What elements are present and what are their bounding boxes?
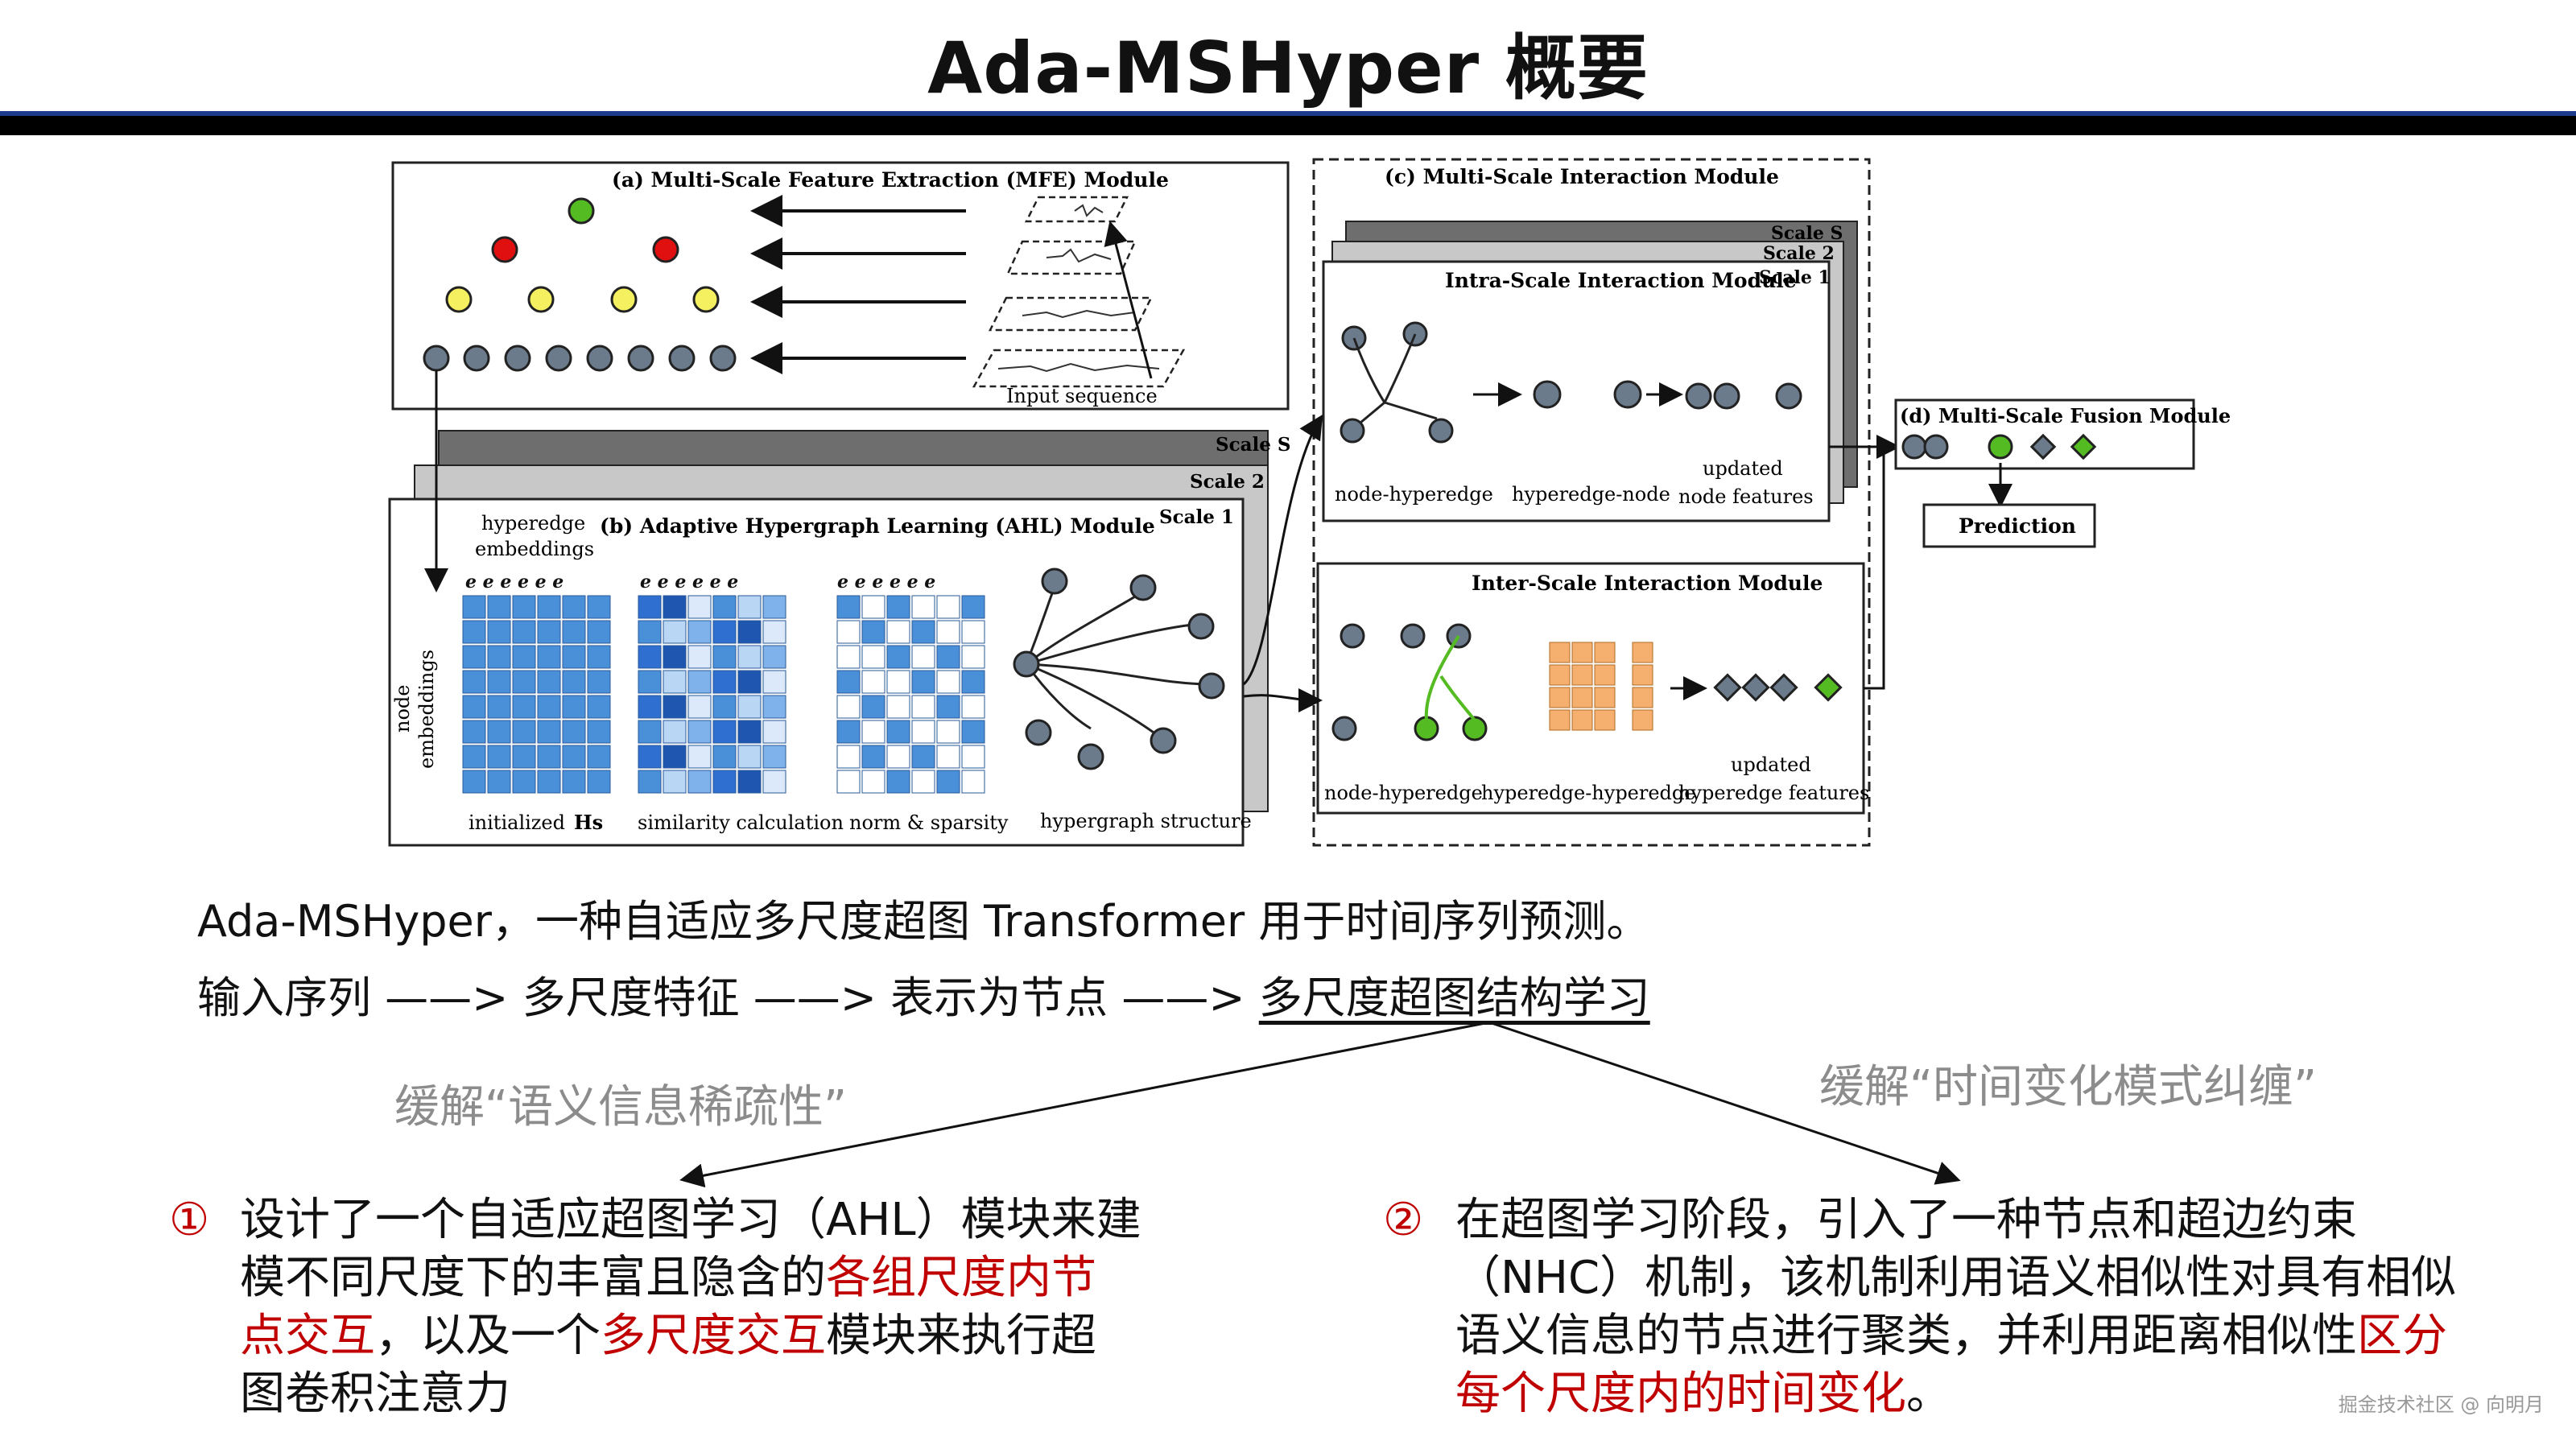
input-sequence-signal (997, 204, 1160, 373)
prediction-box (1922, 503, 2096, 548)
prediction-label: Prediction (1959, 514, 2076, 538)
point-2-number: ② (1383, 1194, 1424, 1246)
pipeline-last-step: 多尺度超图结构学习 (1258, 972, 1650, 1023)
svg-text:node-hyperedge: node-hyperedge (1335, 483, 1493, 506)
svg-text:Scale S: Scale S (1771, 223, 1843, 244)
hyperedge-hyperedge-matrix (1549, 642, 1653, 731)
svg-text:hyperedge-node: hyperedge-node (1512, 483, 1670, 506)
mfe-pyramid (423, 197, 737, 372)
mfe-title: (a) Multi-Scale Feature Extraction (MFE)… (612, 168, 1169, 192)
svg-text:Scale 1: Scale 1 (1759, 267, 1831, 288)
description-line-1: Ada-MSHyper，一种自适应多尺度超图 Transformer 用于时间序… (197, 896, 1650, 947)
arrow-to-point-2 (1488, 1021, 1961, 1185)
point-2-line-3: 语义信息的节点进行聚类，并利用距离相似性区分 (1455, 1310, 2447, 1362)
point-1-number: ① (169, 1194, 210, 1246)
intra-scale-module-box (1322, 260, 1831, 522)
matrix-axis-labels: e e e e e e e e e e e e e e e e e e (465, 572, 935, 592)
msi-title: (c) Multi-Scale Interaction Module (1385, 165, 1779, 188)
point-2: ② 在超图学习阶段，引入了一种节点和超边约束 （NHC）机制，该机制利用语义相似… (1383, 1191, 2558, 1423)
svg-text:updated: updated (1703, 457, 1783, 480)
scale-2-label: Scale 2 (1190, 471, 1265, 493)
scale-s-label: Scale S (1216, 434, 1291, 456)
point-1-line-1: 设计了一个自适应超图学习（AHL）模块来建 (240, 1194, 1141, 1246)
point-2-line-2: （NHC）机制，该机制利用语义相似性对具有相似 (1455, 1252, 2457, 1304)
page-title: Ada-MSHyper 概要 (927, 27, 1649, 109)
initialized-label: initialized (469, 811, 565, 834)
point-1-line-2: 模不同尺度下的丰富且隐含的各组尺度内节 (240, 1252, 1096, 1304)
mfe-module-box (391, 161, 1290, 411)
hyperedge-embeddings-label: hyperedge (481, 512, 585, 535)
norm-sparsity-label: norm & sparsity (849, 811, 1009, 834)
input-sequence-label: Input sequence (1006, 385, 1158, 407)
point-2-line-1: 在超图学习阶段，引入了一种节点和超边约束 (1455, 1194, 2357, 1246)
svg-text:e e e e e e: e e e e e e (837, 572, 935, 592)
scale-1-label: Scale 1 (1159, 506, 1234, 528)
updated-hyperedge-features (1713, 673, 1843, 702)
point-1-line-4: 图卷积注意力 (240, 1368, 510, 1420)
inter-scale-title: Inter-Scale Interaction Module (1472, 572, 1823, 595)
svg-text:hyperedge features: hyperedge features (1678, 782, 1869, 804)
point-1-line-3: 点交互，以及一个多尺度交互模块来执行超 (240, 1310, 1096, 1362)
node-embeddings-label-2: embeddings (415, 650, 438, 769)
svg-text:hyperedge-hyperedge: hyperedge-hyperedge (1481, 782, 1695, 804)
inter-graph (1331, 623, 1488, 741)
hypergraph-structure-label: hypergraph structure (1040, 810, 1252, 832)
left-note: 缓解“语义信息稀疏性” (394, 1081, 848, 1133)
similarity-label: similarity calculation (638, 811, 844, 834)
node-embeddings-label: node (391, 685, 414, 733)
svg-text:updated: updated (1731, 753, 1811, 776)
norm-sparsity-matrix (836, 595, 985, 794)
initialized-matrix (462, 595, 611, 794)
fusion-title: (d) Multi-Scale Fusion Module (1900, 404, 2231, 427)
hypergraph-nodes (1013, 568, 1225, 770)
svg-text:node features: node features (1678, 485, 1814, 508)
pipeline-steps: 输入序列 ——> 多尺度特征 ——> 表示为节点 ——> (197, 972, 1259, 1023)
watermark: 掘金技术社区 @ 向明月 (2338, 1393, 2544, 1416)
description-line-2: 输入序列 ——> 多尺度特征 ——> 表示为节点 ——> 多尺度超图结构学习 (197, 962, 1650, 1026)
intra-scale-title: Intra-Scale Interaction Module (1445, 269, 1797, 292)
svg-text:e e e e e e: e e e e e e (465, 572, 564, 592)
multi-scale-interaction-box (1312, 158, 1871, 847)
title-divider-accent (0, 111, 2576, 116)
point-1: ① 设计了一个自适应超图学习（AHL）模块来建 模不同尺度下的丰富且隐含的各组尺… (169, 1191, 1216, 1423)
arrow-to-point-1 (679, 1021, 1490, 1188)
svg-text:e e e e e e: e e e e e e (640, 572, 738, 592)
hyperedge-embeddings-label-2: embeddings (475, 538, 594, 560)
h-symbol-label: Hs (574, 811, 603, 834)
ahl-title: (b) Adaptive Hypergraph Learning (AHL) M… (600, 514, 1155, 538)
right-note: 缓解“时间变化模式纠缠” (1819, 1061, 2318, 1113)
fusion-elements (1901, 433, 2097, 460)
input-sequence-stack (972, 196, 1186, 388)
svg-text:node-hyperedge: node-hyperedge (1324, 782, 1483, 804)
similarity-matrix (638, 595, 786, 794)
svg-text:Scale 2: Scale 2 (1763, 243, 1835, 264)
mfe-arrows (750, 195, 966, 374)
point-2-line-4: 每个尺度内的时间变化。 (1455, 1368, 1951, 1420)
